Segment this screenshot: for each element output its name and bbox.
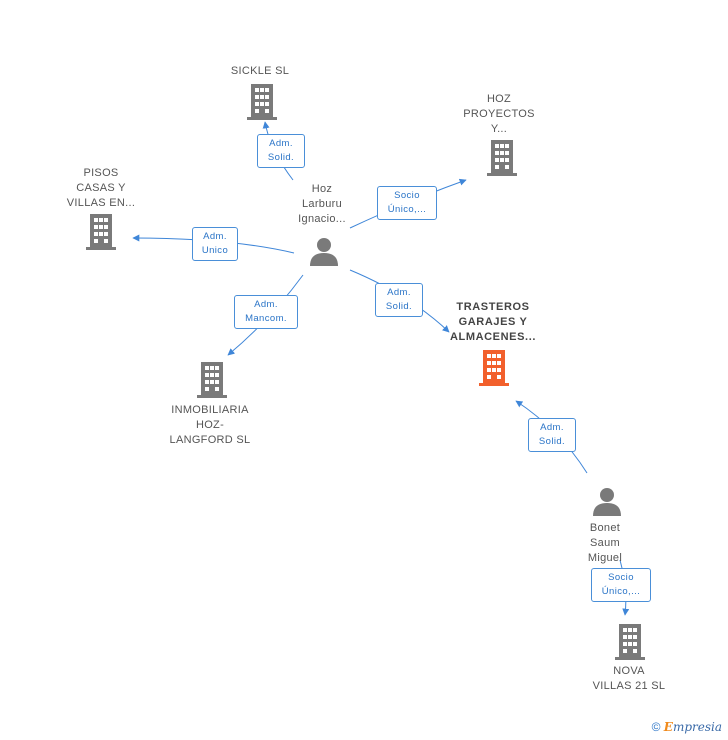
building-icon[interactable]	[247, 84, 277, 120]
empresia-watermark: © Empresia	[652, 720, 722, 734]
relation-badge-trasteros[interactable]: Adm. Solid.	[375, 283, 423, 317]
brand-logo: Empresia	[663, 720, 722, 734]
relation-badge-inmobiliaria[interactable]: Adm. Mancom.	[234, 295, 298, 329]
person-node-bonet[interactable]: Bonet Saum Miguel	[560, 521, 650, 566]
company-label-nova-villas[interactable]: NOVA VILLAS 21 SL	[592, 665, 666, 692]
company-label-sickle[interactable]: SICKLE SL	[230, 65, 290, 77]
relation-badge-pisos[interactable]: Adm. Unico	[192, 227, 238, 261]
building-icon-highlighted[interactable]	[479, 350, 509, 386]
relation-badge-sickle[interactable]: Adm. Solid.	[257, 134, 305, 168]
person-icon[interactable]	[309, 236, 339, 266]
copyright-symbol: ©	[651, 720, 661, 734]
company-node-pisos-casas[interactable]: PISOS CASAS Y VILLAS EN...	[56, 166, 146, 211]
company-node-hoz-proyectos[interactable]: HOZ PROYECTOS Y...	[454, 92, 544, 137]
relation-badge-hoz-proyectos[interactable]: Socio Único,...	[377, 186, 437, 220]
company-node-sickle[interactable]: SICKLE SL	[215, 64, 305, 79]
building-icon[interactable]	[615, 624, 645, 660]
company-node-nova-villas[interactable]: NOVA VILLAS 21 SL	[583, 664, 675, 694]
person-node-hoz[interactable]: Hoz Larburu Ignacio...	[277, 182, 367, 227]
company-label-trasteros[interactable]: TRASTEROS GARAJES Y ALMACENES...	[449, 301, 537, 343]
person-label-hoz[interactable]: Hoz Larburu Ignacio...	[298, 183, 346, 225]
building-icon[interactable]	[487, 140, 517, 176]
building-icon[interactable]	[197, 362, 227, 398]
person-icon[interactable]	[592, 486, 622, 516]
company-label-inmobiliaria[interactable]: INMOBILIARIA HOZ- LANGFORD SL	[169, 404, 251, 446]
company-label-hoz-proyectos[interactable]: HOZ PROYECTOS Y...	[463, 93, 535, 135]
person-label-bonet[interactable]: Bonet Saum Miguel	[587, 522, 623, 564]
relation-badge-nova[interactable]: Socio Único,...	[591, 568, 651, 602]
company-node-trasteros[interactable]: TRASTEROS GARAJES Y ALMACENES...	[440, 300, 546, 345]
company-label-pisos-casas[interactable]: PISOS CASAS Y VILLAS EN...	[66, 167, 136, 209]
relation-badge-bonet-trasteros[interactable]: Adm. Solid.	[528, 418, 576, 452]
company-node-inmobiliaria[interactable]: INMOBILIARIA HOZ- LANGFORD SL	[158, 403, 262, 448]
building-icon[interactable]	[86, 214, 116, 250]
